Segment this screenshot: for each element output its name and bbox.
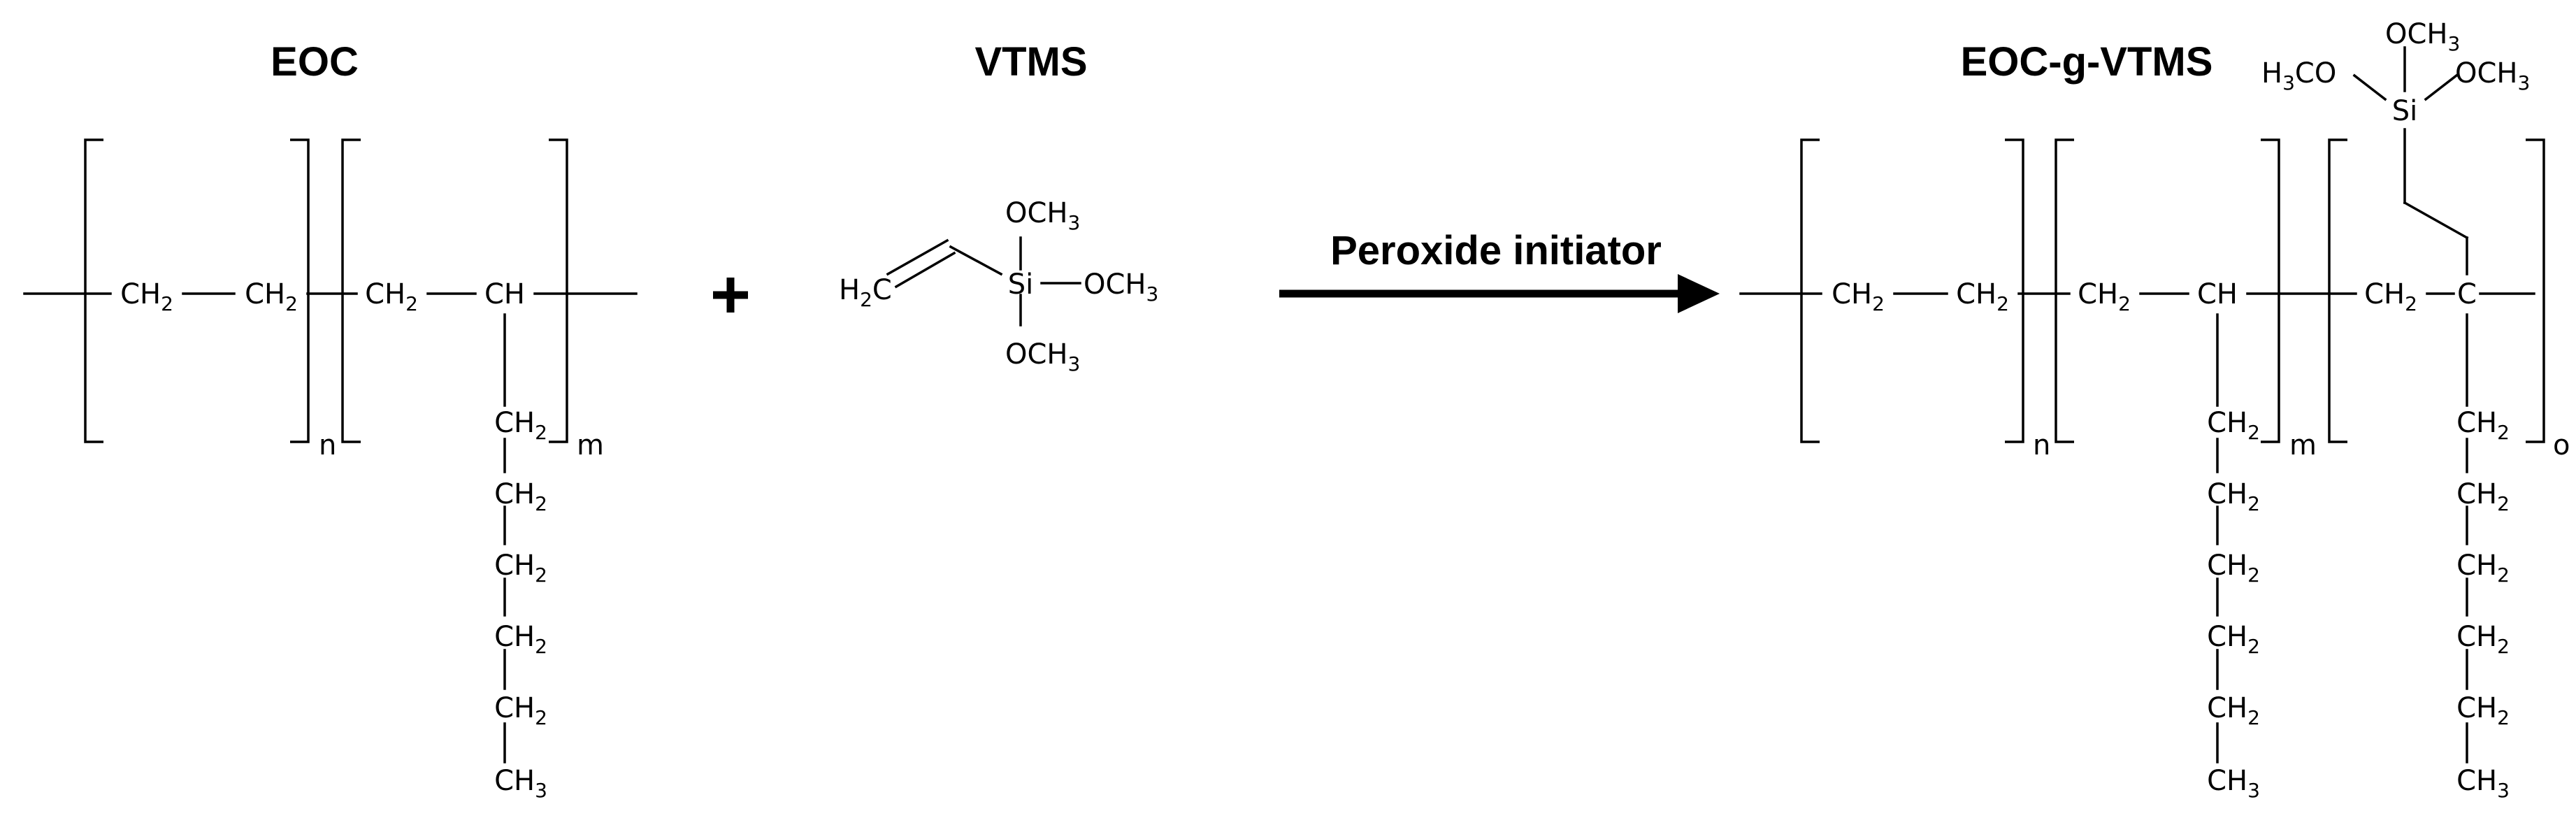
product-bracket-m-left <box>2055 138 2074 443</box>
product-side1-ch2-4: CH2 <box>2207 621 2260 658</box>
product-side2-ch2-5: CH2 <box>2456 692 2510 729</box>
product-index-n: n <box>2033 429 2050 461</box>
product-side1-ch2-3: CH2 <box>2207 550 2260 587</box>
product-side1-ch2-5: CH2 <box>2207 692 2260 729</box>
product-side1-ch2-2: CH2 <box>2207 478 2260 515</box>
eoc-ch: CH <box>484 278 525 310</box>
product-bracket-o-right <box>2526 138 2545 443</box>
product-c: C <box>2457 278 2477 310</box>
product-side1-ch3: CH3 <box>2207 765 2260 802</box>
vtms-title: VTMS <box>974 39 1087 85</box>
product-structure: CH2 CH2 CH2 CH CH2 C n m o CH2 CH2 CH2 C… <box>1739 18 2570 802</box>
eoc-side-ch2-1: CH2 <box>494 407 547 444</box>
eoc-side-ch2-5: CH2 <box>494 692 547 729</box>
product-side2-ch2-3: CH2 <box>2456 550 2510 587</box>
product-si: Si <box>2392 95 2418 127</box>
product-bracket-o-left <box>2328 138 2347 443</box>
product-ch2-4: CH2 <box>2364 278 2417 315</box>
product-index-o: o <box>2553 429 2570 461</box>
product-ch: CH <box>2197 278 2238 310</box>
eoc-side-ch2-4: CH2 <box>494 621 547 658</box>
product-bracket-n-left <box>1800 138 1820 443</box>
eoc-structure: CH2 CH2 CH2 CH n m CH2 CH2 CH2 CH2 CH2 C… <box>23 138 638 802</box>
eoc-bracket-n-left <box>84 138 103 443</box>
product-side2-ch2-1: CH2 <box>2456 407 2510 444</box>
vtms-structure: H2C Si OCH3 OCH3 OCH3 <box>839 197 1158 375</box>
eoc-index-m: m <box>577 429 604 461</box>
product-h3co-left: H3CO <box>2261 57 2336 94</box>
product-side1-ch2-1: CH2 <box>2207 407 2260 444</box>
product-bracket-n-right <box>2005 138 2024 443</box>
product-index-m: m <box>2289 429 2317 461</box>
vtms-och3-right: OCH3 <box>1084 268 1158 306</box>
vtms-och3-bottom: OCH3 <box>1005 338 1080 375</box>
eoc-bracket-m-right <box>549 138 568 443</box>
product-title: EOC-g-VTMS <box>1961 39 2213 85</box>
product-side2-ch2-4: CH2 <box>2456 621 2510 658</box>
eoc-index-n: n <box>319 429 336 461</box>
product-ch2-2: CH2 <box>1956 278 2009 315</box>
eoc-bracket-m-left <box>341 138 361 443</box>
product-ch2-3: CH2 <box>2078 278 2131 315</box>
vtms-h2c: H2C <box>839 274 892 311</box>
eoc-side-ch2-3: CH2 <box>494 550 547 587</box>
eoc-ch2-1: CH2 <box>120 278 173 315</box>
eoc-bracket-n-right <box>290 138 310 443</box>
vtms-och3-top: OCH3 <box>1005 197 1080 234</box>
eoc-side-ch2-2: CH2 <box>494 478 547 515</box>
product-och3-right: OCH3 <box>2455 57 2530 94</box>
eoc-title: EOC <box>271 39 359 85</box>
product-side2-ch3: CH3 <box>2456 765 2510 802</box>
reaction-arrow: Peroxide initiator <box>1279 228 1720 313</box>
product-bracket-m-right <box>2261 138 2280 443</box>
product-ch2-1: CH2 <box>1832 278 1885 315</box>
plus-sign <box>713 278 748 313</box>
arrow-label: Peroxide initiator <box>1330 228 1662 273</box>
eoc-side-ch3: CH3 <box>494 765 547 802</box>
eoc-ch2-2: CH2 <box>245 278 298 315</box>
eoc-ch2-3: CH2 <box>365 278 418 315</box>
product-och3-top: OCH3 <box>2385 18 2460 55</box>
product-side2-ch2-2: CH2 <box>2456 478 2510 515</box>
